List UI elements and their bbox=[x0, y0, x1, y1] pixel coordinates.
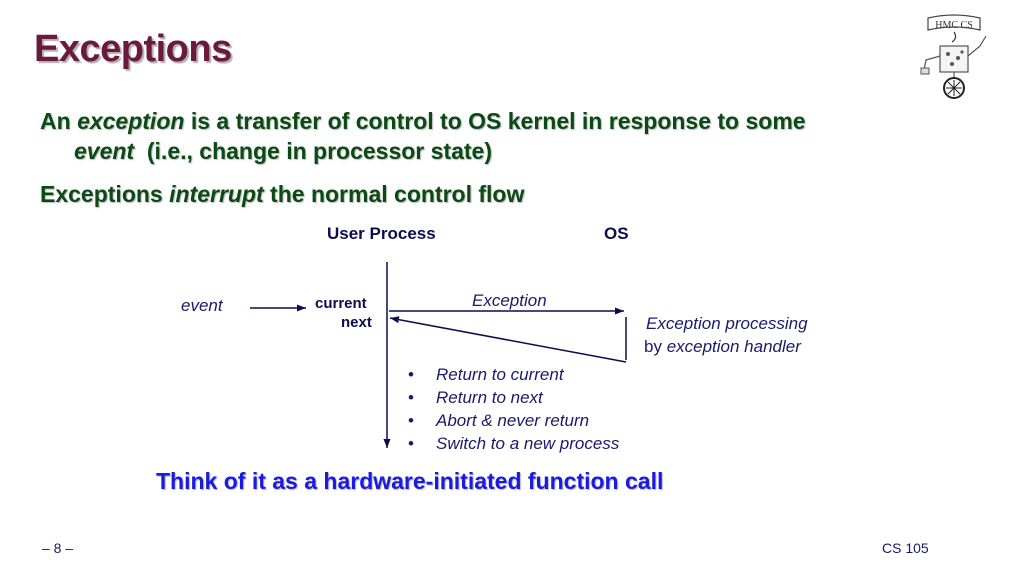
definition-body: is a transfer of control to OS kernel in… bbox=[184, 108, 806, 134]
list-item: •Return to next bbox=[408, 388, 543, 407]
interrupt-prefix: Exceptions bbox=[40, 181, 170, 207]
interrupt-body: the normal control flow bbox=[263, 181, 525, 207]
event-label: event bbox=[181, 296, 223, 315]
exception-handler-label: exception handler bbox=[666, 337, 801, 356]
bullet-icon: • bbox=[408, 411, 414, 430]
course-label: CS 105 bbox=[882, 540, 929, 556]
slide-title: Exceptions bbox=[34, 28, 232, 70]
list-item: •Return to current bbox=[408, 365, 564, 384]
next-label: next bbox=[341, 314, 372, 331]
user-process-label: User Process bbox=[327, 224, 436, 243]
exception-label: Exception bbox=[472, 291, 547, 310]
return-arrow bbox=[389, 316, 627, 363]
definition-event-note: (i.e., change in processor state) bbox=[134, 138, 492, 164]
definition-term: exception bbox=[77, 108, 185, 134]
summary-line: Think of it as a hardware-initiated func… bbox=[156, 468, 664, 494]
exception-handler-line: by exception handler bbox=[644, 337, 801, 357]
current-label: current bbox=[315, 295, 367, 312]
definition-event-term: event bbox=[74, 138, 135, 164]
definition-prefix: An bbox=[40, 108, 78, 134]
hmc-cs-logo: HMC CS bbox=[920, 14, 987, 99]
bullet-icon: • bbox=[408, 434, 414, 453]
logo-text: HMC CS bbox=[935, 20, 973, 31]
definition-line-1: An exception is a transfer of control to… bbox=[40, 108, 806, 135]
os-label: OS bbox=[604, 224, 629, 243]
bullet-icon: • bbox=[408, 388, 414, 407]
page-number: – 8 – bbox=[42, 540, 74, 556]
exception-processing-label: Exception processing bbox=[646, 314, 808, 333]
list-item: •Switch to a new process bbox=[408, 434, 620, 453]
interrupt-line: Exceptions interrupt the normal control … bbox=[40, 181, 524, 208]
list-item: •Abort & never return bbox=[408, 411, 590, 430]
interrupt-term: interrupt bbox=[169, 181, 264, 207]
definition-line-2: event (i.e., change in processor state) bbox=[74, 138, 492, 165]
bullet-icon: • bbox=[408, 365, 414, 384]
logo-sign: HMC CS bbox=[927, 14, 981, 31]
return-options-list: •Return to current •Return to next •Abor… bbox=[408, 363, 619, 455]
by-label: by bbox=[644, 337, 667, 356]
